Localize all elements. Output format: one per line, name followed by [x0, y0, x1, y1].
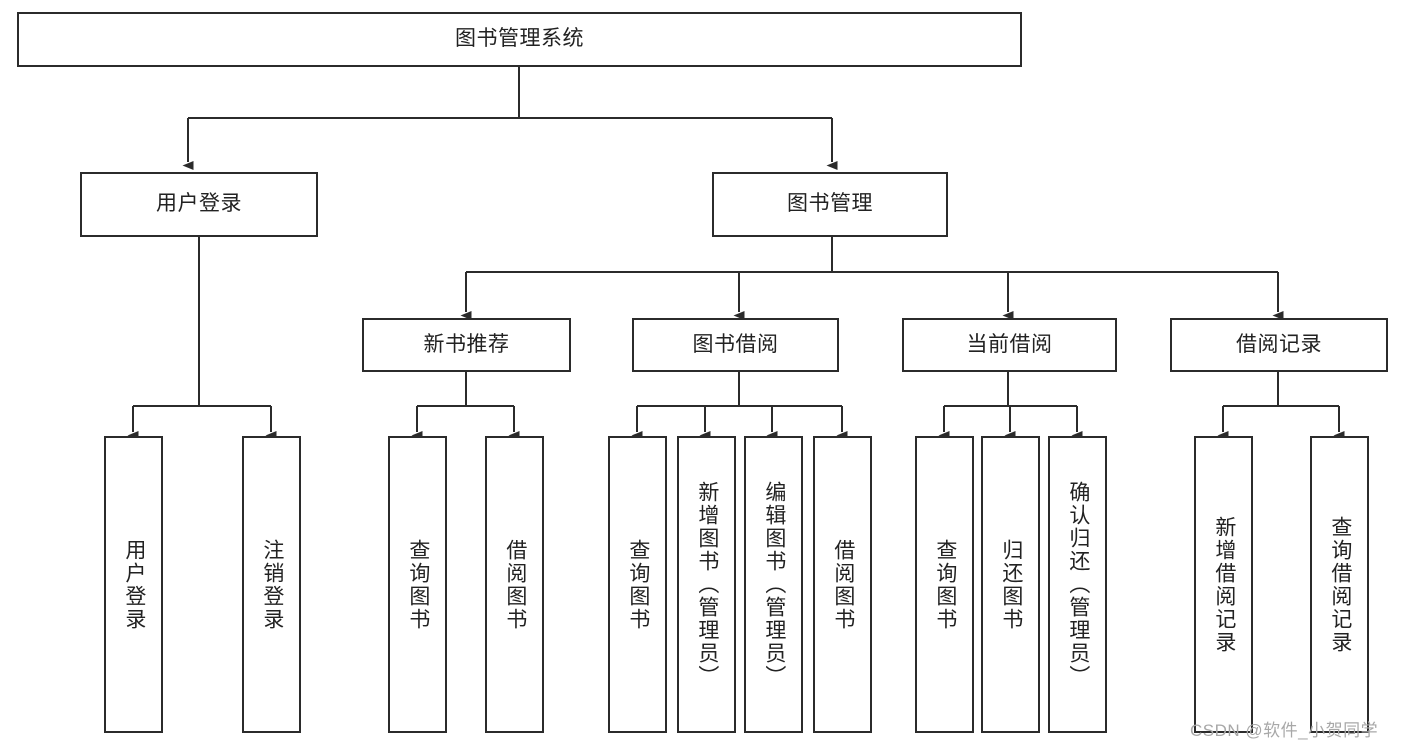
leaf-add-borrow-record-label: 新增借阅记录 [1212, 515, 1236, 654]
leaf-add-book-label: 新增图书（管理员） [695, 481, 719, 688]
leaf-user-login-label: 用户登录 [122, 538, 146, 631]
leaf-edit-book[interactable]: 编辑图书（管理员） [744, 436, 803, 733]
leaf-query-borrow-record-label: 查询借阅记录 [1328, 515, 1352, 654]
leaf-confirm-return[interactable]: 确认归还（管理员） [1048, 436, 1107, 733]
node-user-login-label: 用户登录 [156, 192, 242, 216]
node-book-borrow[interactable]: 图书借阅 [632, 318, 839, 372]
leaf-borrow-book-new[interactable]: 借阅图书 [485, 436, 544, 733]
leaf-confirm-return-label: 确认归还（管理员） [1066, 481, 1090, 688]
leaf-query-book-new-label: 查询图书 [406, 538, 430, 631]
leaf-user-logout-label: 注销登录 [260, 538, 284, 631]
node-current-borrow-label: 当前借阅 [966, 332, 1053, 356]
leaf-borrow-book-new-label: 借阅图书 [503, 538, 527, 631]
leaf-return-book-label: 归还图书 [999, 538, 1023, 631]
node-book-management-label: 图书管理 [787, 192, 873, 216]
node-borrow-records[interactable]: 借阅记录 [1170, 318, 1388, 372]
node-user-login[interactable]: 用户登录 [80, 172, 318, 237]
leaf-query-book-current-label: 查询图书 [933, 538, 957, 631]
leaf-query-book-borrow-label: 查询图书 [626, 538, 650, 631]
leaf-add-book[interactable]: 新增图书（管理员） [677, 436, 736, 733]
leaf-edit-book-label: 编辑图书（管理员） [762, 481, 786, 688]
leaf-user-login[interactable]: 用户登录 [104, 436, 163, 733]
node-current-borrow[interactable]: 当前借阅 [902, 318, 1117, 372]
leaf-query-book-new[interactable]: 查询图书 [388, 436, 447, 733]
node-book-borrow-label: 图书借阅 [692, 332, 779, 356]
node-new-book-recommend-label: 新书推荐 [423, 332, 510, 356]
node-book-management[interactable]: 图书管理 [712, 172, 948, 237]
leaf-borrow-book-label: 借阅图书 [831, 538, 855, 631]
leaf-add-borrow-record[interactable]: 新增借阅记录 [1194, 436, 1253, 733]
leaf-user-logout[interactable]: 注销登录 [242, 436, 301, 733]
leaf-query-book-current[interactable]: 查询图书 [915, 436, 974, 733]
node-borrow-records-label: 借阅记录 [1236, 332, 1322, 356]
leaf-return-book[interactable]: 归还图书 [981, 436, 1040, 733]
leaf-query-book-borrow[interactable]: 查询图书 [608, 436, 667, 733]
node-root-label: 图书管理系统 [455, 27, 584, 51]
node-new-book-recommend[interactable]: 新书推荐 [362, 318, 571, 372]
leaf-query-borrow-record[interactable]: 查询借阅记录 [1310, 436, 1369, 733]
leaf-borrow-book[interactable]: 借阅图书 [813, 436, 872, 733]
node-root[interactable]: 图书管理系统 [17, 12, 1022, 67]
